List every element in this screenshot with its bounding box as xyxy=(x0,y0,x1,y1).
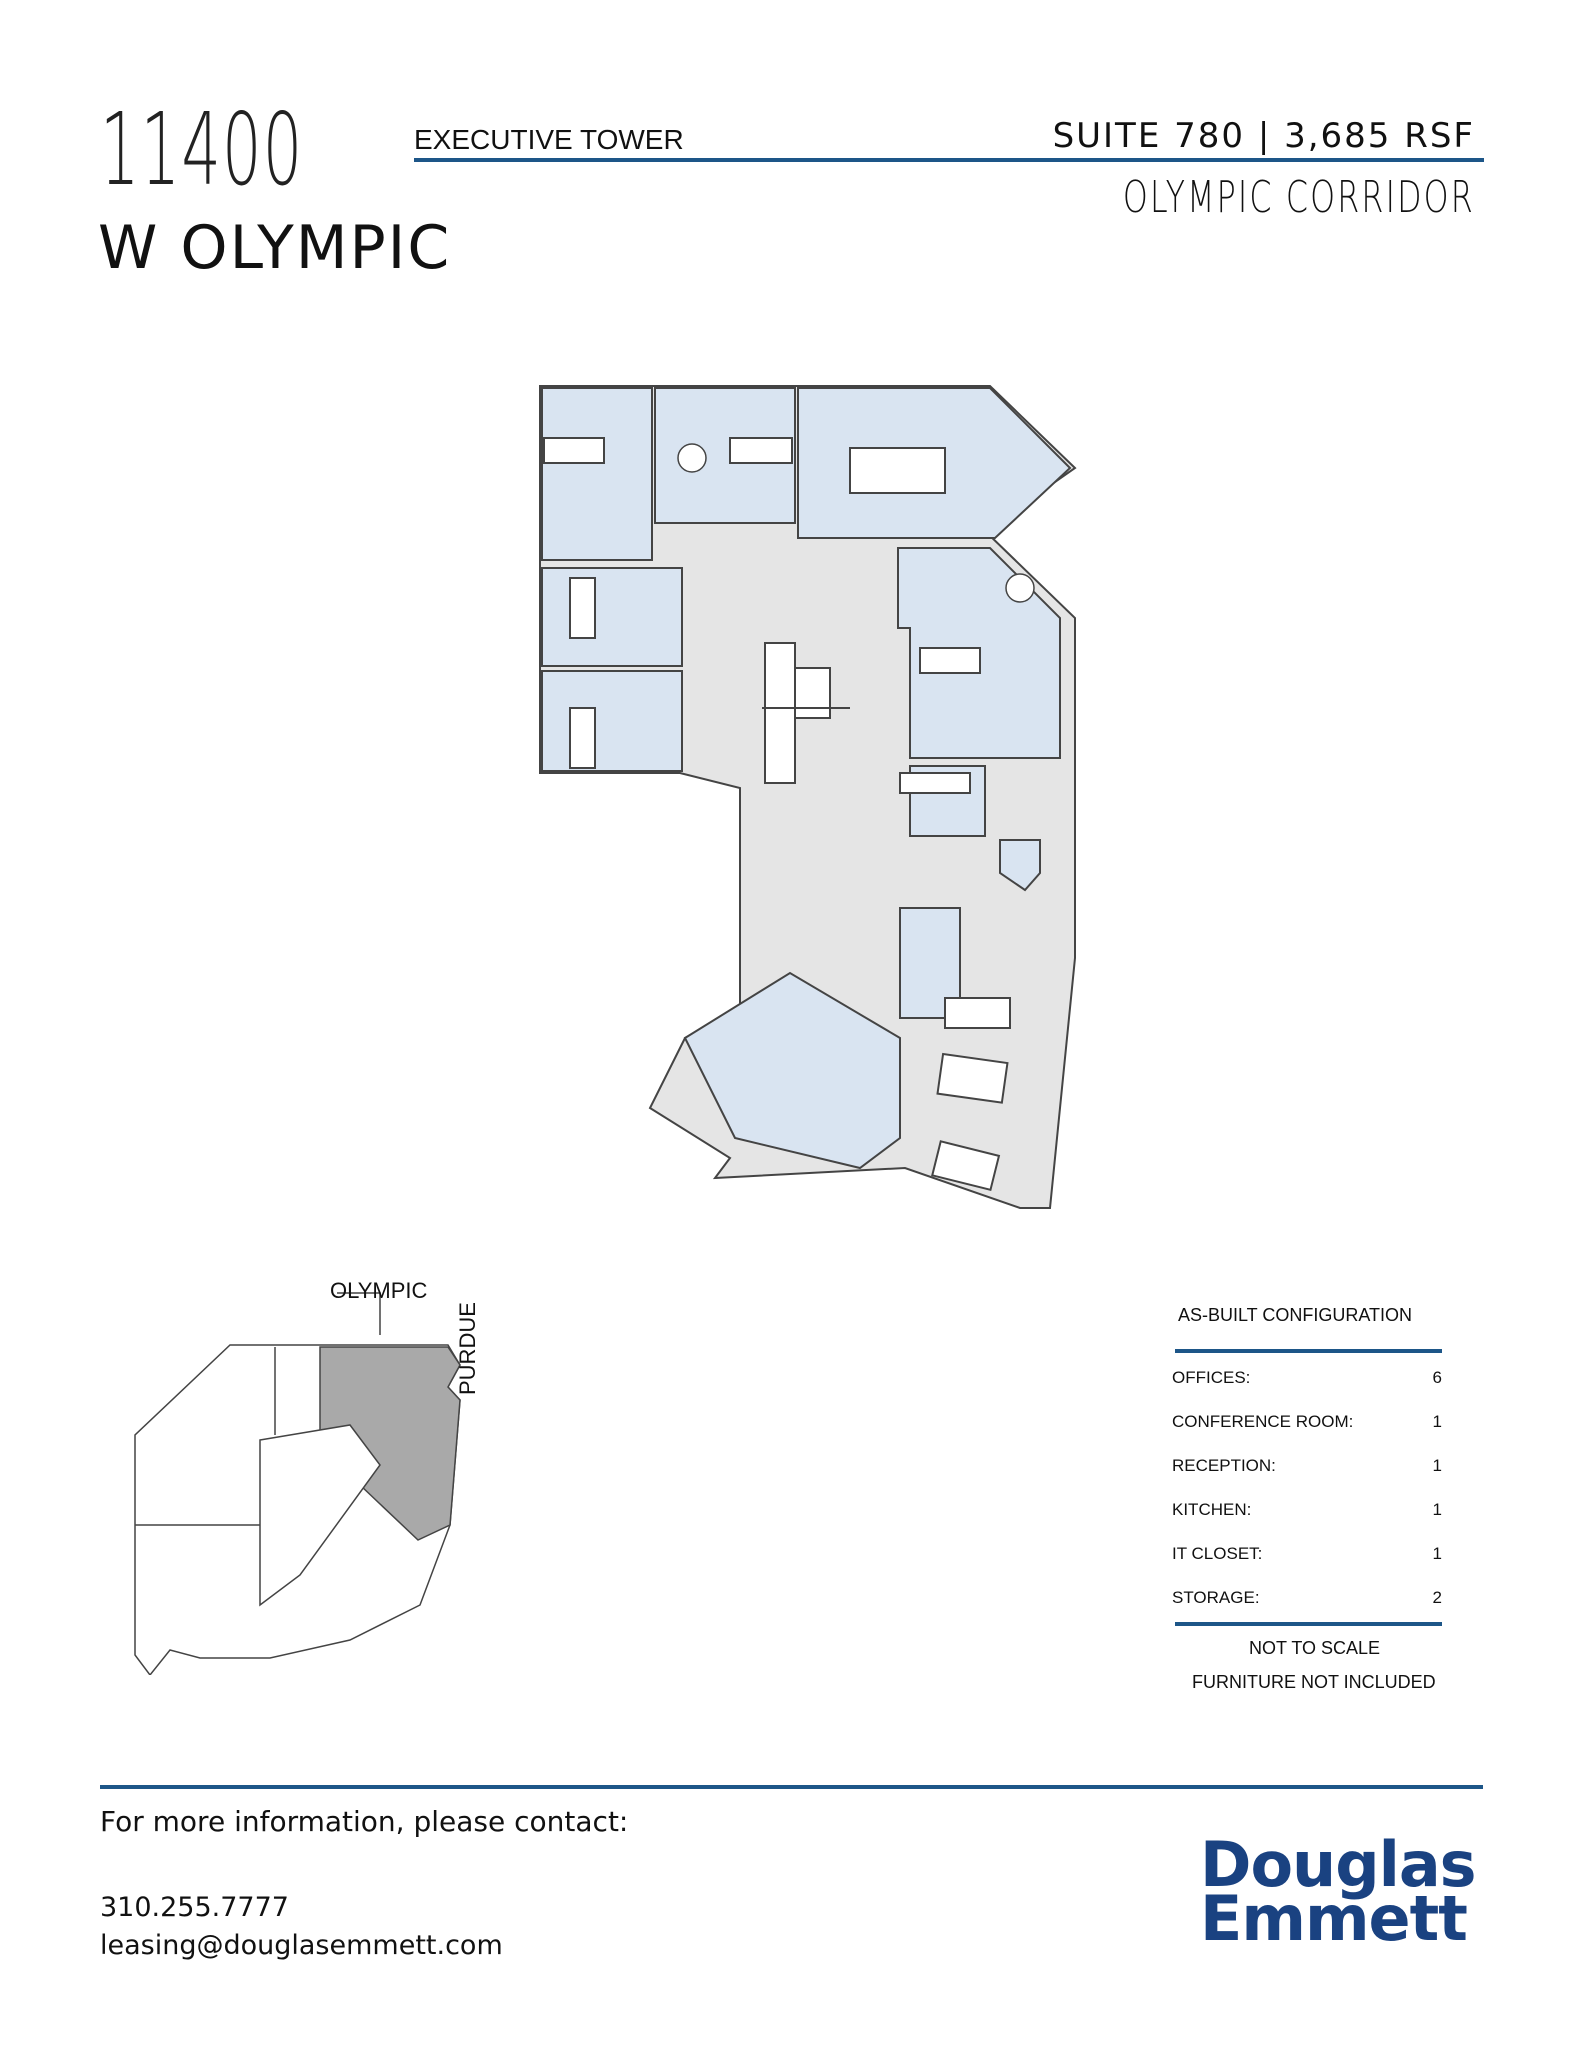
building-key-map xyxy=(134,1292,461,1675)
office-left-1 xyxy=(541,567,683,667)
config-row-it-closet: IT CLOSET:1 xyxy=(1172,1544,1442,1563)
config-rule-top xyxy=(1175,1349,1442,1353)
footer-rule xyxy=(100,1785,1483,1789)
building-name: EXECUTIVE TOWER xyxy=(414,124,684,155)
douglas-emmett-logo: Douglas Emmett xyxy=(1200,1828,1477,1955)
submarket-label: OLYMPIC CORRIDOR xyxy=(1122,172,1475,223)
street-label-purdue: PURDUE xyxy=(455,1302,480,1395)
address-number: 11400 xyxy=(100,91,304,208)
config-title: AS-BUILT CONFIGURATION xyxy=(1178,1305,1413,1325)
office-left-2 xyxy=(541,670,683,772)
contact-phone[interactable]: 310.255.7777 xyxy=(100,1892,289,1923)
contact-heading: For more information, please contact: xyxy=(100,1805,629,1838)
config-row-reception: RECEPTION:1 xyxy=(1172,1456,1442,1475)
config-rule-bottom xyxy=(1175,1622,1442,1626)
config-row-offices: OFFICES:6 xyxy=(1172,1368,1442,1387)
floor-plan xyxy=(539,385,1077,1209)
logo-line-2: Emmett xyxy=(1200,1882,1468,1955)
contact-email[interactable]: leasing@douglasemmett.com xyxy=(100,1930,503,1961)
config-row-conference: CONFERENCE ROOM:1 xyxy=(1172,1412,1442,1431)
not-to-scale-note: NOT TO SCALE xyxy=(1249,1638,1381,1658)
suite-info: SUITE 780 | 3,685 RSF xyxy=(1052,116,1475,156)
office-bottom-left xyxy=(683,971,901,1170)
office-top-left xyxy=(541,387,653,561)
config-row-kitchen: KITCHEN:1 xyxy=(1172,1500,1442,1519)
street-label-olympic: OLYMPIC xyxy=(330,1278,428,1303)
config-row-storage: STORAGE:2 xyxy=(1172,1588,1442,1607)
address-street: W OLYMPIC xyxy=(98,213,452,283)
logo-line-1: Douglas xyxy=(1200,1828,1477,1901)
storage xyxy=(999,839,1041,892)
header-rule xyxy=(414,158,1484,162)
furniture-note: FURNITURE NOT INCLUDED xyxy=(1192,1672,1436,1692)
